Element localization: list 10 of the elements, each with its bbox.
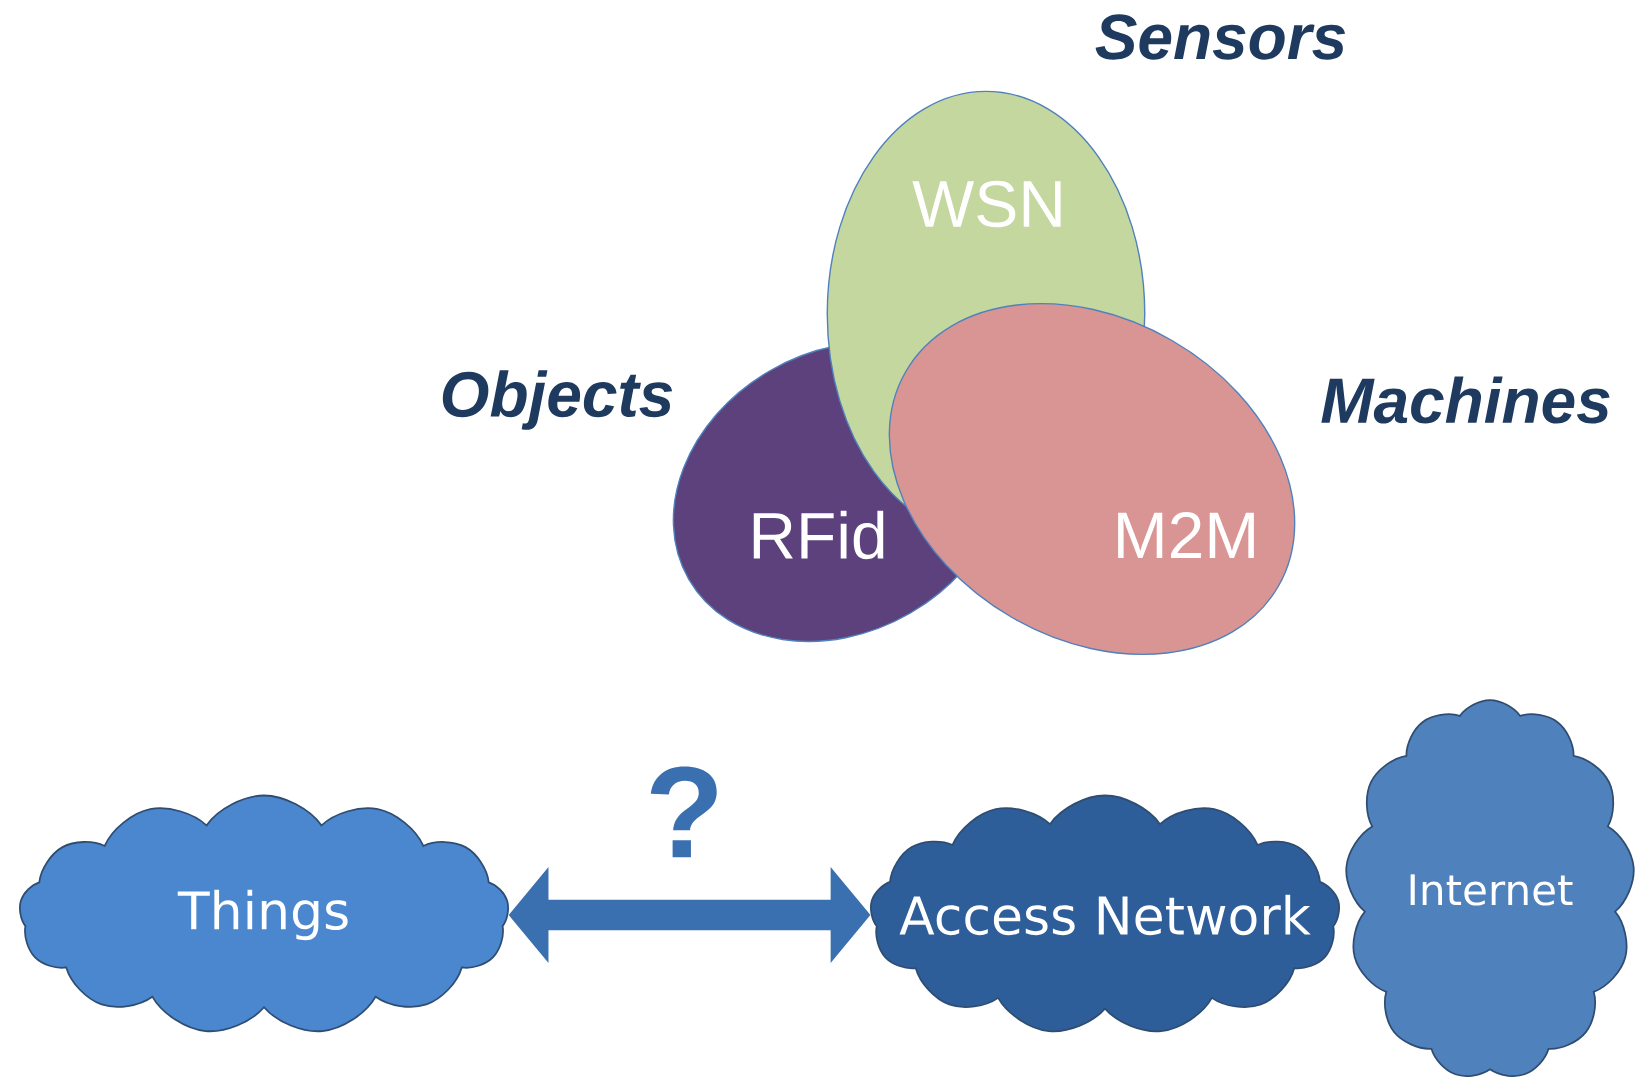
- node-label: RFid: [753, 510, 884, 560]
- category-label: Machines: [1321, 376, 1610, 424]
- node-label: Internet: [1410, 874, 1573, 906]
- edge-label: ?: [650, 766, 717, 858]
- category-label: Objects: [442, 370, 673, 430]
- node-label: M2M: [1118, 511, 1254, 559]
- category-label: Sensors: [1095, 14, 1345, 60]
- node-label: Access Network: [899, 894, 1311, 936]
- node-label: WSN: [912, 180, 1061, 228]
- node-label: Things: [177, 889, 348, 941]
